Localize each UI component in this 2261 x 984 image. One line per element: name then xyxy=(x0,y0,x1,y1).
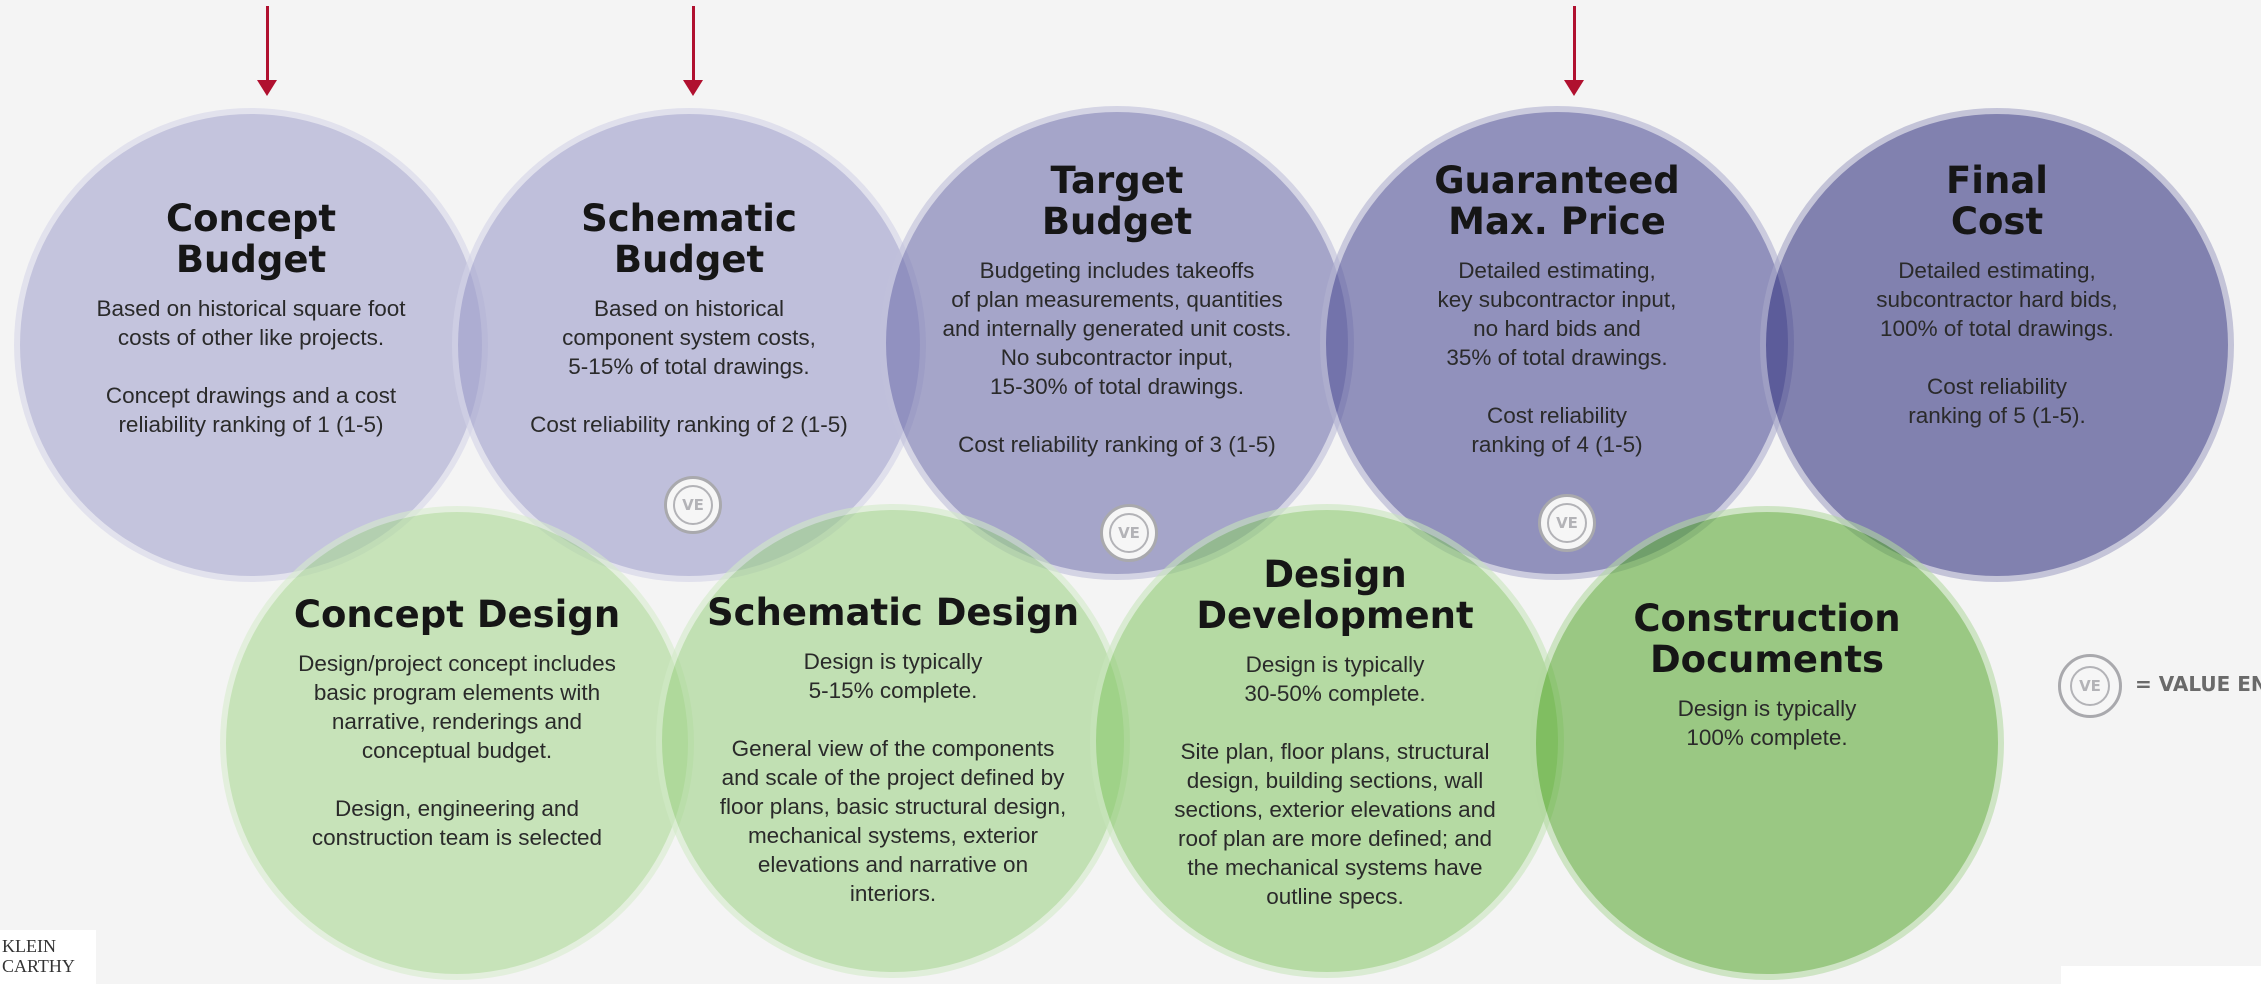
design-stage-schematic-design: Schematic Design Design is typically 5-1… xyxy=(680,592,1106,908)
cost-stage-title: Concept Budget xyxy=(165,197,337,281)
cost-stage-final-cost: Final Cost Detailed estimating, subcontr… xyxy=(1792,160,2202,430)
design-stage-title: Construction Documents xyxy=(1633,597,1901,681)
design-stage-title: Concept Design xyxy=(293,593,621,636)
ve-badge-label: VE xyxy=(1547,503,1587,543)
logo-line-1: KLEIN xyxy=(2,936,56,956)
design-stage-concept-design: Concept Design Design/project concept in… xyxy=(252,594,662,852)
logo-line-2: CARTHY xyxy=(2,956,75,976)
arrow-gmp xyxy=(1564,6,1584,96)
cost-stage-description: Based on historical square foot costs of… xyxy=(96,296,406,437)
cost-circle-target-budget xyxy=(880,106,1354,580)
cost-stage-description: Detailed estimating, key subcontractor i… xyxy=(1437,258,1677,457)
cost-stage-title: Schematic Budget xyxy=(581,197,797,281)
cost-stage-title: Guaranteed Max. Price xyxy=(1434,159,1680,243)
cost-stage-description: Based on historical component system cos… xyxy=(530,296,848,437)
design-stage-construction-documents: Construction Documents Design is typical… xyxy=(1562,598,1972,752)
cost-stage-schematic-budget: Schematic Budget Based on historical com… xyxy=(484,198,894,439)
cost-stage-gmp: Guaranteed Max. Price Detailed estimatin… xyxy=(1352,160,1762,459)
corner-panel xyxy=(2061,966,2261,984)
arrow-schematic-budget xyxy=(683,6,703,96)
ve-badge-label: VE xyxy=(673,485,713,525)
design-stage-description: Design is typically 5-15% complete. Gene… xyxy=(719,649,1067,906)
cost-stage-description: Budgeting includes takeoffs of plan meas… xyxy=(942,258,1292,457)
cost-circle-concept-budget xyxy=(14,108,488,582)
value-engineering-badge-icon: VE xyxy=(1538,494,1596,552)
value-engineering-badge-icon: VE xyxy=(664,476,722,534)
legend-value-engineering-icon: VE xyxy=(2058,654,2122,718)
cost-stage-target-budget: Target Budget Budgeting includes takeoff… xyxy=(900,160,1334,459)
cost-stage-title: Final Cost xyxy=(1946,159,2048,243)
design-stage-description: Design is typically 100% complete. xyxy=(1677,696,1857,750)
value-engineering-badge-icon: VE xyxy=(1100,504,1158,562)
cost-stage-title: Target Budget xyxy=(1041,159,1193,243)
cost-stage-concept-budget: Concept Budget Based on historical squar… xyxy=(46,198,456,439)
cost-circle-final-cost xyxy=(1760,108,2234,582)
ve-badge-label: VE xyxy=(1109,513,1149,553)
design-circle-concept-design xyxy=(220,506,694,980)
design-circle-construction-documents xyxy=(1530,506,2004,980)
design-stage-title: Schematic Design xyxy=(706,591,1080,634)
legend-label: = VALUE EN xyxy=(2135,672,2261,696)
arrow-concept-budget xyxy=(257,6,277,96)
ve-badge-label: VE xyxy=(2070,666,2110,706)
company-logo: KLEIN CARTHY xyxy=(0,930,96,984)
design-circle-design-development xyxy=(1090,504,1564,978)
design-stage-description: Design is typically 30-50% complete. Sit… xyxy=(1174,652,1496,909)
design-stage-title: Design Development xyxy=(1196,553,1474,637)
cost-stage-description: Detailed estimating, subcontractor hard … xyxy=(1876,258,2118,428)
design-stage-description: Design/project concept includes basic pr… xyxy=(298,651,616,850)
design-circle-schematic-design xyxy=(656,504,1130,978)
design-stage-design-development: Design Development Design is typically 3… xyxy=(1122,554,1548,911)
